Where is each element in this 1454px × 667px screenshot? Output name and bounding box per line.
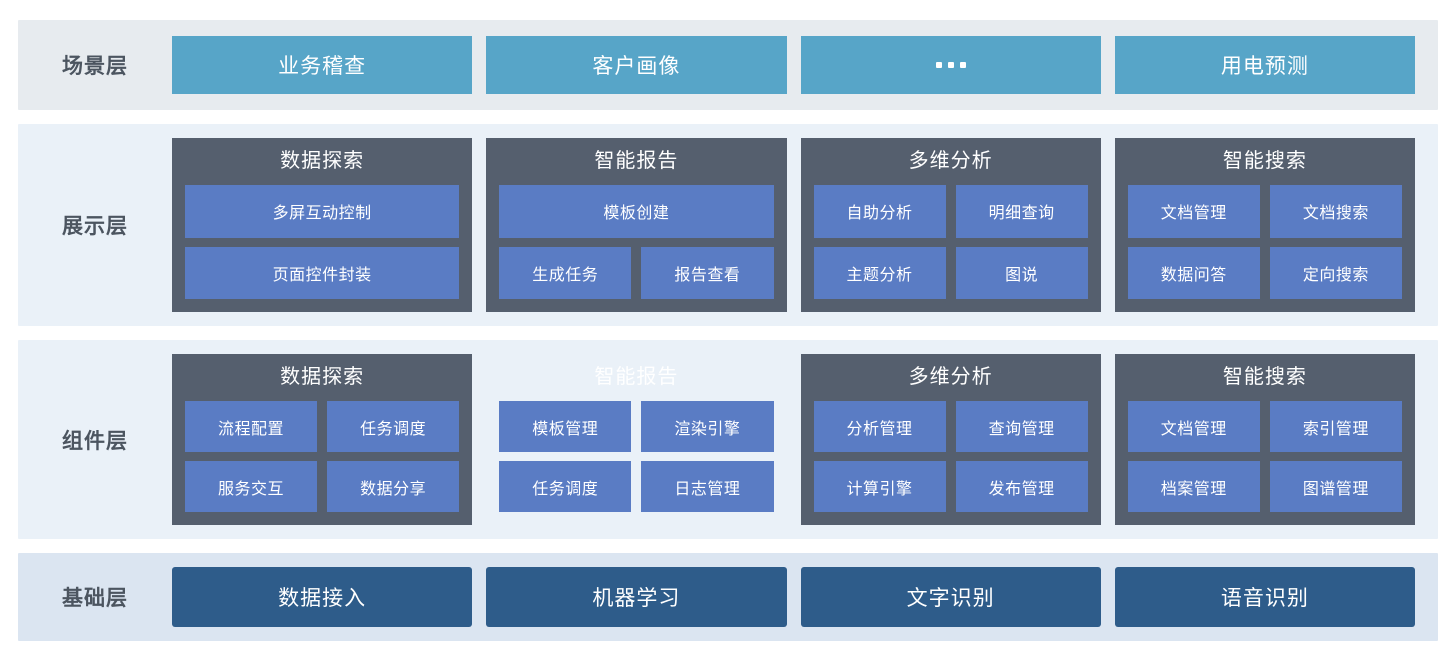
card-label: 语音识别	[1220, 587, 1309, 610]
module-chip[interactable]: 渲染引擎	[641, 401, 774, 452]
chip-row: 数据问答定向搜索	[1127, 246, 1402, 299]
layer-row-2: 展示层数据探索多屏互动控制页面控件封装智能报告模板创建生成任务报告查看多维分析自…	[18, 124, 1438, 326]
card-label: 用电预测	[1220, 55, 1309, 78]
layer-label: 基础层	[62, 587, 128, 610]
module-chip[interactable]: 索引管理	[1269, 401, 1402, 452]
chip-row: 档案管理图谱管理	[1127, 461, 1402, 512]
layer-label: 组件层	[62, 429, 128, 453]
panel-title: 智能报告	[594, 366, 679, 388]
layer-body: 数据探索流程配置任务调度服务交互数据分享智能报告模板管理渲染引擎任务调度日志管理…	[172, 340, 1438, 539]
module-panel: 多维分析分析管理查询管理计算引擎发布管理	[800, 354, 1101, 525]
scene-card[interactable]: 客户画像	[486, 36, 787, 94]
module-panel: 智能报告模板创建生成任务报告查看	[486, 138, 787, 312]
chip-row: 主题分析图说	[813, 246, 1088, 299]
module-panel: 数据探索多屏互动控制页面控件封装	[172, 138, 473, 312]
base-card[interactable]: 数据接入	[172, 567, 473, 627]
module-chip[interactable]: 文档管理	[1127, 401, 1260, 452]
chip-row: 自助分析明细查询	[813, 185, 1088, 238]
panel-title: 智能搜索	[1222, 150, 1307, 172]
card-label: 机器学习	[592, 587, 681, 610]
base-card[interactable]: 语音识别	[1114, 567, 1415, 627]
chip-row: 生成任务报告查看	[499, 246, 774, 299]
module-chip[interactable]: 分析管理	[813, 401, 946, 452]
module-chip[interactable]: 查询管理	[955, 401, 1088, 452]
layer-body: 业务稽查 客户画像 用电预测	[172, 20, 1438, 110]
chip-row: 多屏互动控制	[185, 185, 460, 238]
chip-row: 流程配置任务调度	[185, 401, 460, 452]
module-panel: 智能报告模板管理渲染引擎任务调度日志管理	[486, 354, 786, 525]
chip-row: 模板管理渲染引擎	[499, 401, 774, 452]
module-panel: 多维分析自助分析明细查询主题分析图说	[800, 138, 1101, 312]
module-chip[interactable]: 生成任务	[499, 246, 632, 299]
chip-row: 文档管理文档搜索	[1127, 185, 1402, 238]
card-label: 客户画像	[592, 55, 681, 78]
module-chip[interactable]: 模板管理	[499, 401, 632, 452]
panel-title: 数据探索	[280, 150, 365, 172]
chip-row: 文档管理索引管理	[1127, 401, 1402, 452]
module-chip[interactable]: 图说	[955, 246, 1088, 299]
panel-title: 多维分析	[908, 150, 993, 172]
card-label: 数据接入	[278, 587, 367, 610]
module-chip[interactable]: 任务调度	[499, 461, 632, 512]
layer-row-3: 组件层数据探索流程配置任务调度服务交互数据分享智能报告模板管理渲染引擎任务调度日…	[18, 340, 1438, 539]
layer-body: 数据接入 机器学习 文字识别 语音识别	[172, 553, 1438, 641]
chip-row: 模板创建	[499, 185, 774, 238]
module-chip[interactable]: 发布管理	[955, 461, 1088, 512]
panel-title: 智能搜索	[1222, 366, 1307, 388]
module-panel: 智能搜索文档管理文档搜索数据问答定向搜索	[1114, 138, 1415, 312]
panel-title: 数据探索	[280, 366, 365, 388]
chip-row: 任务调度日志管理	[499, 461, 774, 512]
scene-card[interactable]: 用电预测	[1114, 36, 1415, 94]
module-chip[interactable]: 服务交互	[185, 461, 318, 512]
module-chip[interactable]: 明细查询	[955, 185, 1088, 238]
base-card[interactable]: 文字识别	[800, 567, 1101, 627]
chip-row: 计算引擎发布管理	[813, 461, 1088, 512]
card-label: 业务稽查	[278, 55, 367, 78]
module-chip[interactable]: 主题分析	[813, 246, 946, 299]
ellipsis-icon[interactable]	[800, 36, 1101, 94]
module-chip[interactable]: 数据分享	[327, 461, 460, 512]
ellipsis-dots	[935, 62, 966, 68]
module-chip[interactable]: 多屏互动控制	[185, 185, 460, 238]
module-chip[interactable]: 流程配置	[185, 401, 318, 452]
panel-title: 多维分析	[908, 366, 993, 388]
layer-body: 数据探索多屏互动控制页面控件封装智能报告模板创建生成任务报告查看多维分析自助分析…	[172, 124, 1438, 326]
module-chip[interactable]: 报告查看	[641, 246, 774, 299]
module-chip[interactable]: 图谱管理	[1269, 461, 1402, 512]
module-panel: 数据探索流程配置任务调度服务交互数据分享	[172, 354, 473, 525]
module-chip[interactable]: 页面控件封装	[185, 246, 460, 299]
card-label: 文字识别	[906, 587, 995, 610]
module-chip[interactable]: 计算引擎	[813, 461, 946, 512]
module-chip[interactable]: 档案管理	[1127, 461, 1260, 512]
panel-title: 智能报告	[594, 150, 679, 172]
module-chip[interactable]: 数据问答	[1127, 246, 1260, 299]
module-panel: 智能搜索文档管理索引管理档案管理图谱管理	[1114, 354, 1415, 525]
module-chip[interactable]: 自助分析	[813, 185, 946, 238]
chip-row: 分析管理查询管理	[813, 401, 1088, 452]
scene-card[interactable]: 业务稽查	[172, 36, 473, 94]
module-chip[interactable]: 模板创建	[499, 185, 774, 238]
module-chip[interactable]: 文档管理	[1127, 185, 1260, 238]
chip-row: 页面控件封装	[185, 246, 460, 299]
module-chip[interactable]: 日志管理	[641, 461, 774, 512]
layer-row-1: 场景层 业务稽查 客户画像 用电预测	[18, 20, 1438, 110]
layer-label: 场景层	[62, 55, 128, 78]
layer-label: 展示层	[62, 215, 128, 238]
chip-row: 服务交互数据分享	[185, 461, 460, 512]
base-card[interactable]: 机器学习	[486, 567, 787, 627]
module-chip[interactable]: 定向搜索	[1269, 246, 1402, 299]
module-chip[interactable]: 任务调度	[327, 401, 460, 452]
module-chip[interactable]: 文档搜索	[1269, 185, 1402, 238]
layer-row-4: 基础层 数据接入 机器学习 文字识别 语音识别	[18, 553, 1438, 641]
